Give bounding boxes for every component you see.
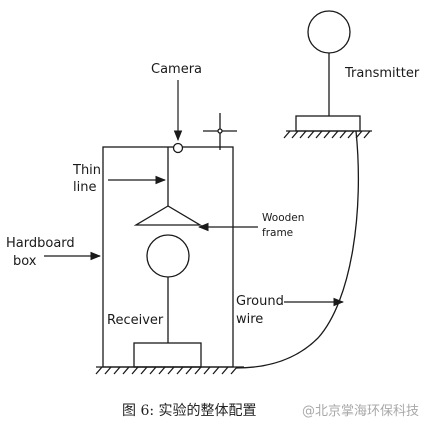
thin-line-label-line2: line bbox=[73, 180, 97, 195]
crosshair-marker bbox=[203, 113, 237, 150]
figure-caption: 图 6: 实验的整体配置 bbox=[122, 403, 257, 419]
ground-wire-label-line1: Ground bbox=[236, 294, 284, 309]
camera-lens bbox=[172, 142, 184, 154]
ground-wire bbox=[235, 130, 360, 369]
thin-line-label-line1: Thin bbox=[73, 163, 102, 178]
receiver-label: Receiver bbox=[107, 313, 164, 328]
hardboard-box-label-line1: Hardboard bbox=[6, 236, 75, 251]
wooden-frame-label-line1: Wooden bbox=[262, 212, 305, 224]
hardboard-box-label-line2: box bbox=[13, 254, 37, 269]
transmitter-sphere bbox=[307, 10, 351, 54]
transmitter-ground-hatch bbox=[283, 130, 372, 139]
receiver-sphere bbox=[146, 234, 190, 278]
camera-label: Camera bbox=[151, 62, 203, 77]
box-ground-hatch bbox=[95, 366, 244, 375]
transmitter-base bbox=[295, 115, 361, 132]
wooden-frame-label-line2: frame bbox=[262, 227, 294, 239]
watermark-text: @北京掌海环保科技 bbox=[302, 404, 420, 419]
transmitter-label: Transmitter bbox=[345, 66, 420, 81]
wooden-frame bbox=[133, 205, 203, 226]
receiver-base bbox=[133, 342, 202, 368]
ground-wire-label-line2: wire bbox=[236, 312, 264, 327]
